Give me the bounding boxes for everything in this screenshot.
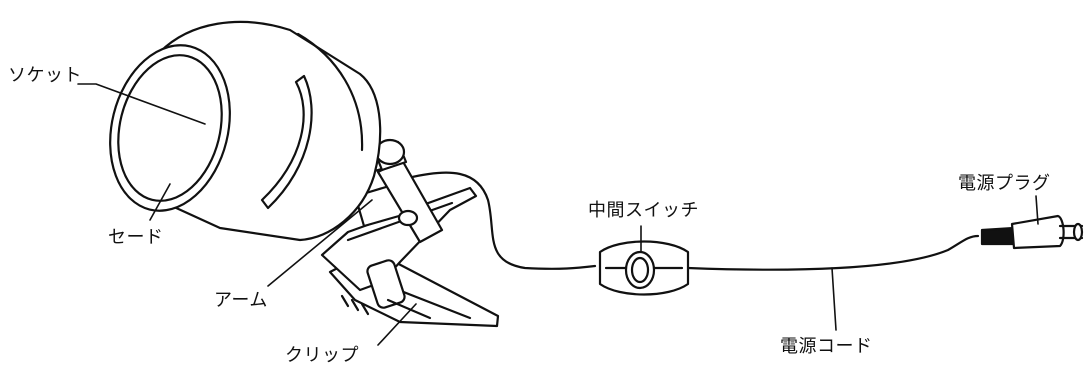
label-power-cord: 電源コード [780,337,873,357]
plug-strain-relief [982,228,1014,244]
label-socket: ソケット [8,66,82,86]
leader-cord [832,268,836,330]
label-shade: セード [108,228,164,248]
label-clip: クリップ [285,346,359,366]
label-inline-switch: 中間スイッチ [588,201,699,221]
label-arm: アーム [214,291,268,311]
cord-to-plug [688,236,978,270]
arm-screw [399,211,417,225]
label-power-plug: 電源プラグ [958,174,1051,194]
